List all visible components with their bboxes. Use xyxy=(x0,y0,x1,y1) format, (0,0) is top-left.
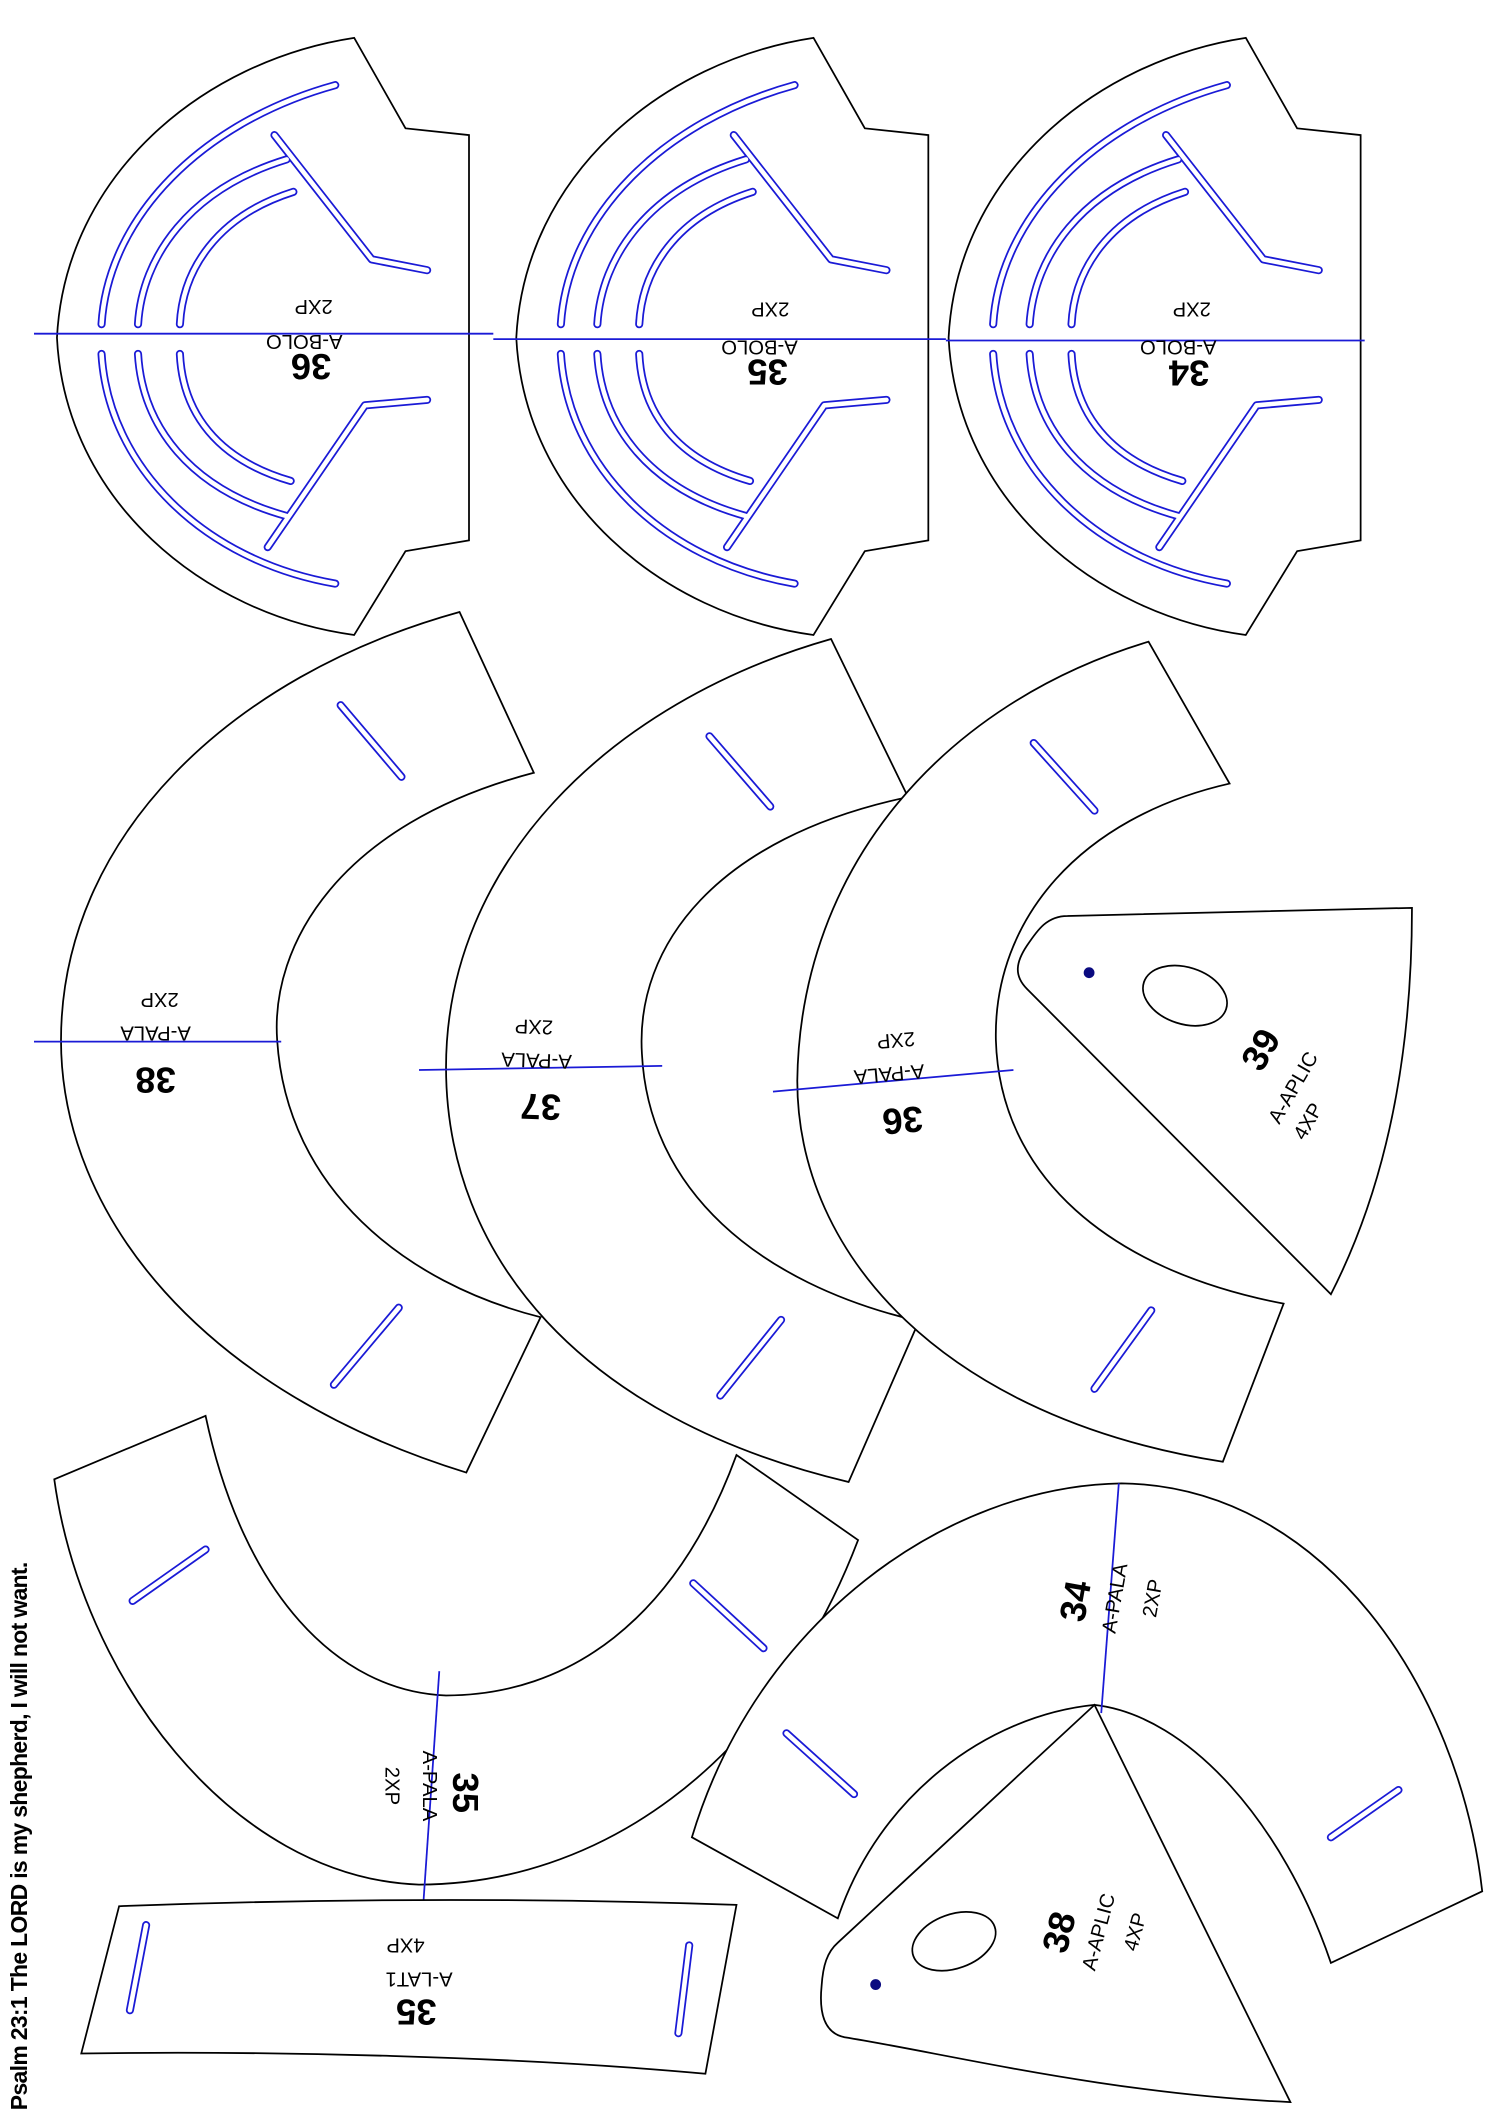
piece-number: 34 xyxy=(1052,1577,1100,1625)
piece-qty: 2XP xyxy=(140,988,178,1010)
piece-name: A-BOLO xyxy=(721,335,798,357)
piece-34-a-pala: 34 A-PALA 2XP xyxy=(690,1482,1484,1965)
piece-number: 35 xyxy=(396,1991,437,2032)
piece-number: 38 xyxy=(135,1059,176,1100)
piece-name: A-BOLO xyxy=(1140,335,1217,357)
piece-qty: 2XP xyxy=(751,298,789,320)
piece-name: A-PALA xyxy=(500,1048,572,1072)
piece-name: A-PALA xyxy=(418,1751,440,1822)
piece-37-a-pala: 37 A-PALA 2XP xyxy=(419,637,921,1484)
piece-36-a-bolo: 36 A-BOLO 2XP xyxy=(33,38,494,635)
piece-qty: 2XP xyxy=(380,1767,402,1805)
piece-number: 37 xyxy=(520,1086,562,1128)
placement-dot xyxy=(870,1979,882,1990)
piece-number: 34 xyxy=(1168,353,1209,394)
piece-qty: 2XP xyxy=(876,1027,916,1052)
piece-34-a-bolo: 34 A-BOLO 2XP xyxy=(946,38,1365,635)
piece-qty: 4XP xyxy=(386,1934,424,1956)
piece-number: 38 xyxy=(1034,1907,1084,1957)
piece-38-a-aplic: 38 A-APLIC 4XP xyxy=(820,1703,1292,2104)
piece-number: 35 xyxy=(747,351,788,392)
cutout-hole xyxy=(1142,964,1228,1027)
piece-name: A-LAT1 xyxy=(385,1967,452,1989)
piece-name: A-BOLO xyxy=(266,330,343,352)
placement-dot xyxy=(1083,967,1095,979)
cutout-hole xyxy=(911,1911,997,1972)
piece-35-a-pala: 35 A-PALA 2XP xyxy=(53,1414,860,1908)
piece-qty: 2XP xyxy=(514,1014,553,1037)
piece-39-a-aplic: 39 A-APLIC 4XP xyxy=(1016,906,1413,1296)
piece-38-a-pala: 38 A-PALA 2XP xyxy=(33,610,542,1474)
piece-36-a-pala: 36 A-PALA 2XP xyxy=(772,640,1285,1463)
grainline xyxy=(1100,1483,1120,1714)
piece-number: 36 xyxy=(291,346,332,387)
piece-35-a-bolo: 35 A-BOLO 2XP xyxy=(493,38,946,635)
piece-name: A-PALA xyxy=(120,1022,191,1044)
piece-qty: 2XP xyxy=(295,295,333,317)
grainline xyxy=(772,1069,1014,1093)
piece-qty: 2XP xyxy=(1173,298,1211,320)
piece-number: 35 xyxy=(445,1772,486,1813)
grainline xyxy=(422,1671,441,1908)
grainline xyxy=(419,1065,663,1071)
piece-number: 36 xyxy=(881,1098,925,1142)
psalm-footer: Psalm 23:1 The LORD is my shepherd, I wi… xyxy=(6,1562,32,2110)
piece-35-a-lat1: 35 A-LAT1 4XP xyxy=(80,1899,738,2075)
